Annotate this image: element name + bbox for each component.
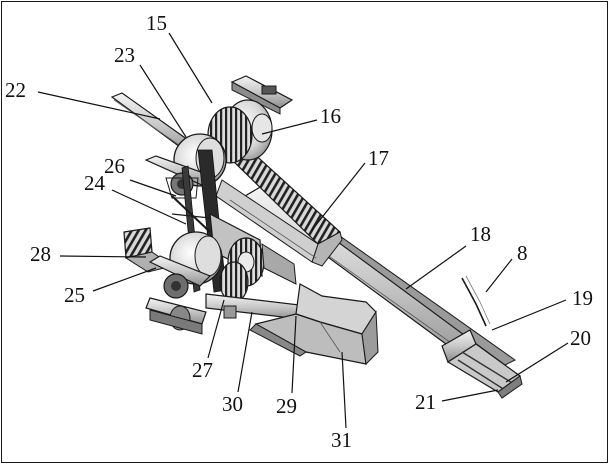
callout-8: 8: [517, 241, 528, 265]
callout-15: 15: [146, 11, 167, 35]
callout-23: 23: [114, 43, 135, 67]
callout-21: 21: [415, 390, 436, 414]
top-bearing-block: [230, 75, 294, 115]
lever-8: [461, 275, 491, 327]
callout-17: 17: [368, 146, 389, 170]
callout-24: 24: [84, 171, 105, 195]
callout-30: 30: [222, 392, 243, 416]
callout-18: 18: [470, 222, 491, 246]
callout-20: 20: [570, 326, 591, 350]
callout-26: 26: [104, 154, 125, 178]
end-slider: [441, 329, 523, 399]
callout-19: 19: [572, 286, 593, 310]
callout-16: 16: [320, 104, 341, 128]
callout-27: 27: [192, 358, 213, 382]
callout-22: 22: [5, 78, 26, 102]
leader-lines: [37, 32, 569, 429]
lower-pulley-25: [145, 231, 223, 335]
callout-31: 31: [331, 428, 352, 452]
callout-29: 29: [276, 394, 297, 418]
callout-28: 28: [30, 242, 51, 266]
rack-17: [215, 149, 343, 267]
callout-25: 25: [64, 283, 85, 307]
discharge-tray-31: [249, 283, 379, 366]
